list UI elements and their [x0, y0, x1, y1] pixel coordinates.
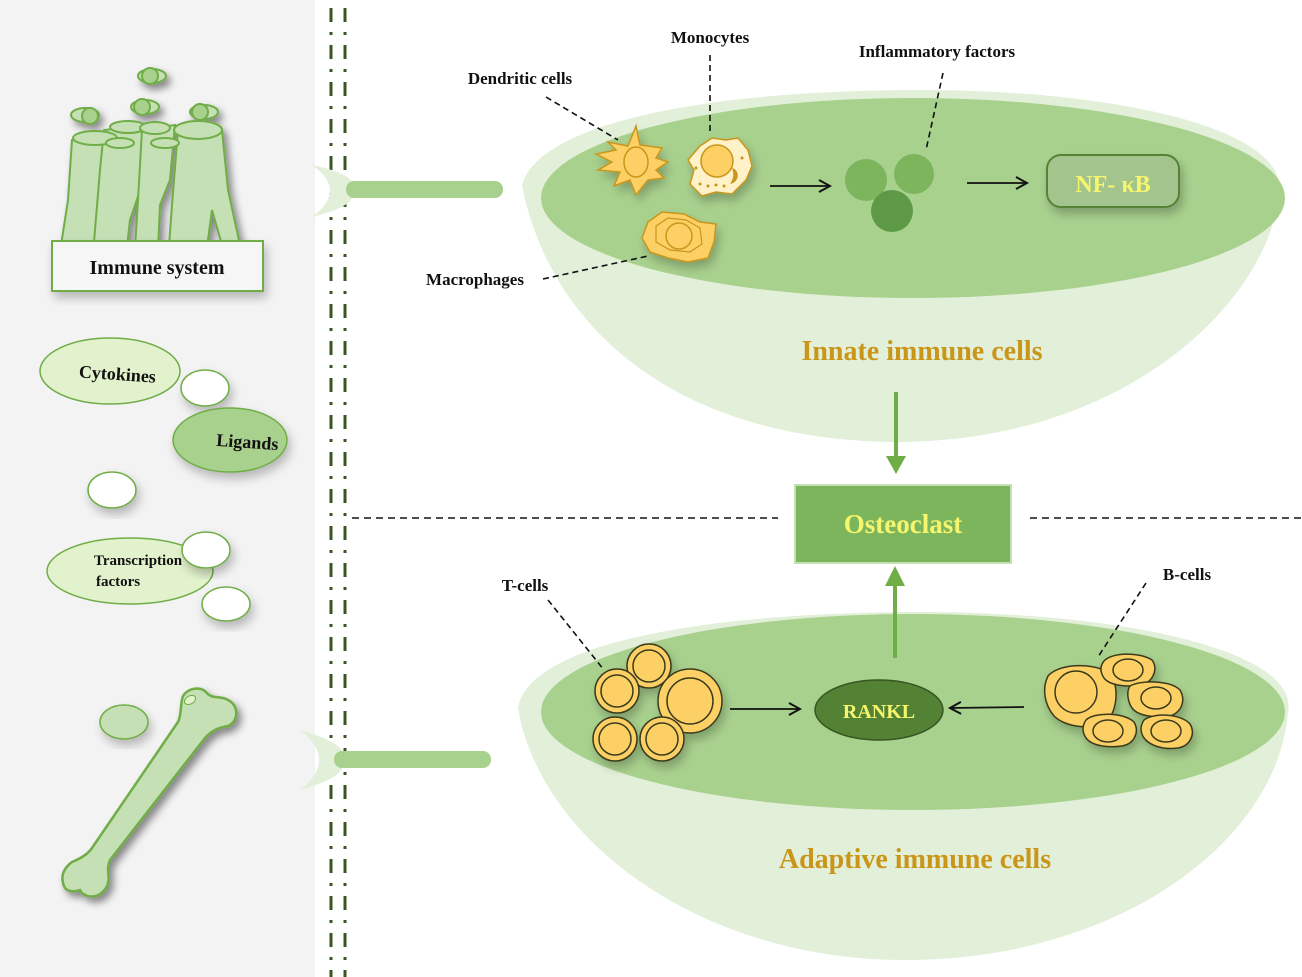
- bone-icon: [61, 687, 238, 898]
- innate-leaders: [542, 55, 944, 280]
- macrophages-label: Macrophages: [426, 270, 524, 289]
- transcription-factors-label: Transcription factors: [94, 553, 186, 590]
- osteoclast-label: Osteoclast: [844, 509, 962, 539]
- monocytes-label: Monocytes: [671, 28, 750, 47]
- vertical-separator: [329, 8, 347, 977]
- vesicle-circle: [87, 471, 137, 509]
- arrow-innate-to-osteoclast: [886, 392, 906, 474]
- innate-connector: [312, 165, 503, 217]
- monocyte-cell: [687, 137, 753, 197]
- t-cells-leader: [547, 599, 605, 671]
- arrow-rankl-to-osteoclast: [885, 566, 905, 658]
- b-cells-leader: [1097, 582, 1147, 658]
- osteoclast-box: Osteoclast: [794, 484, 1012, 564]
- inflammatory-factors-label: Inflammatory factors: [859, 42, 1016, 61]
- b-cells-cluster: [1043, 653, 1194, 750]
- cytokines-bubble: Cytokines: [39, 337, 230, 407]
- adaptive-title: Adaptive immune cells: [779, 844, 1051, 875]
- innate-title: Innate immune cells: [801, 336, 1042, 367]
- macrophage-cell: [641, 211, 717, 263]
- dendritic-cells-label: Dendritic cells: [468, 69, 573, 88]
- ligands-bubble: Ligands: [172, 407, 288, 473]
- immune-system-label: Immune system: [90, 257, 225, 279]
- ligands-label: Ligands: [216, 430, 279, 454]
- t-cells-cluster: [592, 643, 723, 762]
- nfkb-label: NF- κB: [1075, 172, 1150, 198]
- inflammatory-factors: [845, 154, 934, 232]
- transcription-factors-bubble: Transcription factors: [46, 531, 251, 622]
- rankl-label: RANKL: [843, 701, 915, 723]
- arrow-bcells-to-rankl: [950, 707, 1025, 708]
- rankl-ellipse: RANKL: [814, 679, 944, 741]
- t-cells-label: T-cells: [502, 576, 549, 595]
- immune-system-box: Immune system: [51, 240, 264, 292]
- nfkb-box: NF- κB: [1046, 154, 1180, 208]
- adaptive-connector: [300, 730, 491, 790]
- immune-system-icon: [56, 67, 242, 266]
- dendritic-cell: [593, 123, 670, 197]
- b-cells-label: B-cells: [1163, 565, 1212, 584]
